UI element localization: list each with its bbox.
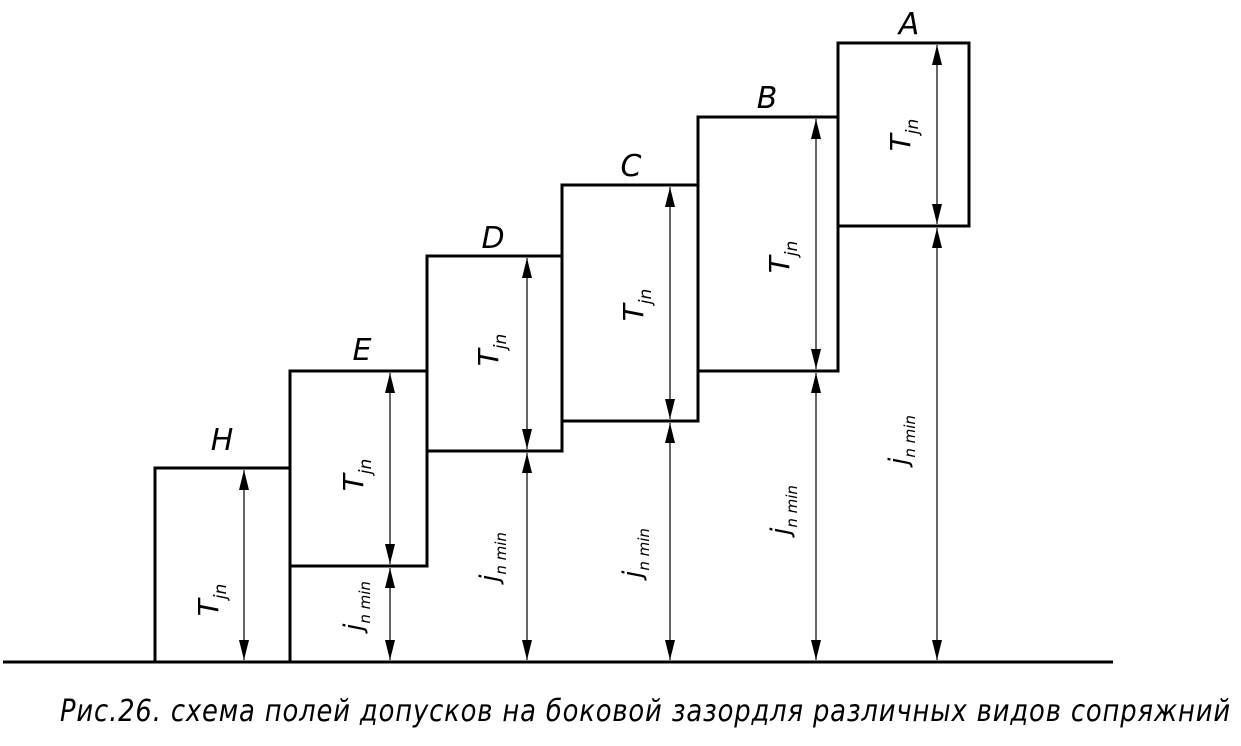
tolerance-symbol: T xyxy=(763,254,796,273)
min-clearance-symbol: j xyxy=(884,457,914,468)
min-clearance-subscript: n min xyxy=(635,528,653,571)
field-letter-h: H xyxy=(211,423,234,458)
svg-text:Tjn: Tjn xyxy=(192,584,231,617)
tolerance-label-d: Tjn xyxy=(472,334,511,367)
svg-text:jn min: jn min xyxy=(766,485,801,538)
min-clearance-dimensions xyxy=(385,228,942,660)
svg-text:Tjn: Tjn xyxy=(884,119,923,152)
tolerance-symbol: T xyxy=(617,302,650,321)
field-letter-a: A xyxy=(897,7,920,42)
svg-text:Tjn: Tjn xyxy=(763,241,802,274)
field-letter-c: C xyxy=(621,149,642,184)
field-box-b xyxy=(696,115,840,373)
min-clearance-subscript: n min xyxy=(356,581,374,624)
svg-text:jn min: jn min xyxy=(618,528,653,581)
field-boxes xyxy=(153,41,971,664)
tolerance-subscript: jn xyxy=(903,119,923,137)
tolerance-symbol: T xyxy=(192,597,225,616)
min-clearance-symbol: j xyxy=(618,570,648,581)
tolerance-subscript: jn xyxy=(491,334,511,352)
min-clearance-label-c: jn min xyxy=(618,528,653,581)
tolerance-symbol: T xyxy=(884,132,917,151)
tolerance-label-a: Tjn xyxy=(884,119,923,152)
svg-text:Tjn: Tjn xyxy=(617,289,656,322)
min-clearance-symbol: j xyxy=(339,623,369,634)
tolerance-label-e: Tjn xyxy=(337,459,376,492)
field-letter-b: B xyxy=(757,81,778,116)
field-box-c xyxy=(560,183,700,423)
min-clearance-subscript: n min xyxy=(492,532,510,575)
field-box-a xyxy=(836,41,971,228)
tolerance-label-b: Tjn xyxy=(763,241,802,274)
field-box-h xyxy=(153,466,292,664)
min-clearance-subscript: n min xyxy=(783,485,801,528)
svg-text:jn min: jn min xyxy=(339,581,374,634)
min-clearance-label-a: jn min xyxy=(884,415,919,468)
tolerance-labels: Tjn Tjn Tjn Tjn Tjn Tjn xyxy=(192,119,923,617)
figure-caption: Рис.26. схема полей допусков на боковой … xyxy=(60,694,1231,729)
min-clearance-symbol: j xyxy=(766,527,796,538)
tolerance-subscript: jn xyxy=(211,584,231,602)
min-clearance-labels: jn min jn min jn min jn min jn min xyxy=(339,415,919,634)
tolerance-subscript: jn xyxy=(636,289,656,307)
min-clearance-subscript: n min xyxy=(901,415,919,458)
tolerance-subscript: jn xyxy=(782,241,802,259)
tolerance-dimensions xyxy=(239,45,942,660)
tolerance-label-h: Tjn xyxy=(192,584,231,617)
tolerance-subscript: jn xyxy=(356,459,376,477)
min-clearance-label-e: jn min xyxy=(339,581,374,634)
min-clearance-symbol: j xyxy=(475,574,505,585)
field-letter-e: E xyxy=(353,333,372,368)
field-letter-d: D xyxy=(481,221,504,256)
svg-text:jn min: jn min xyxy=(475,532,510,585)
svg-text:Tjn: Tjn xyxy=(472,334,511,367)
tolerance-symbol: T xyxy=(337,472,370,491)
field-letters: H E D C B A xyxy=(211,7,920,458)
field-box-e xyxy=(288,369,429,568)
min-clearance-label-b: jn min xyxy=(766,485,801,538)
min-clearance-label-d: jn min xyxy=(475,532,510,585)
tolerance-symbol: T xyxy=(472,347,505,366)
svg-text:jn min: jn min xyxy=(884,415,919,468)
tolerance-label-c: Tjn xyxy=(617,289,656,322)
svg-text:Tjn: Tjn xyxy=(337,459,376,492)
